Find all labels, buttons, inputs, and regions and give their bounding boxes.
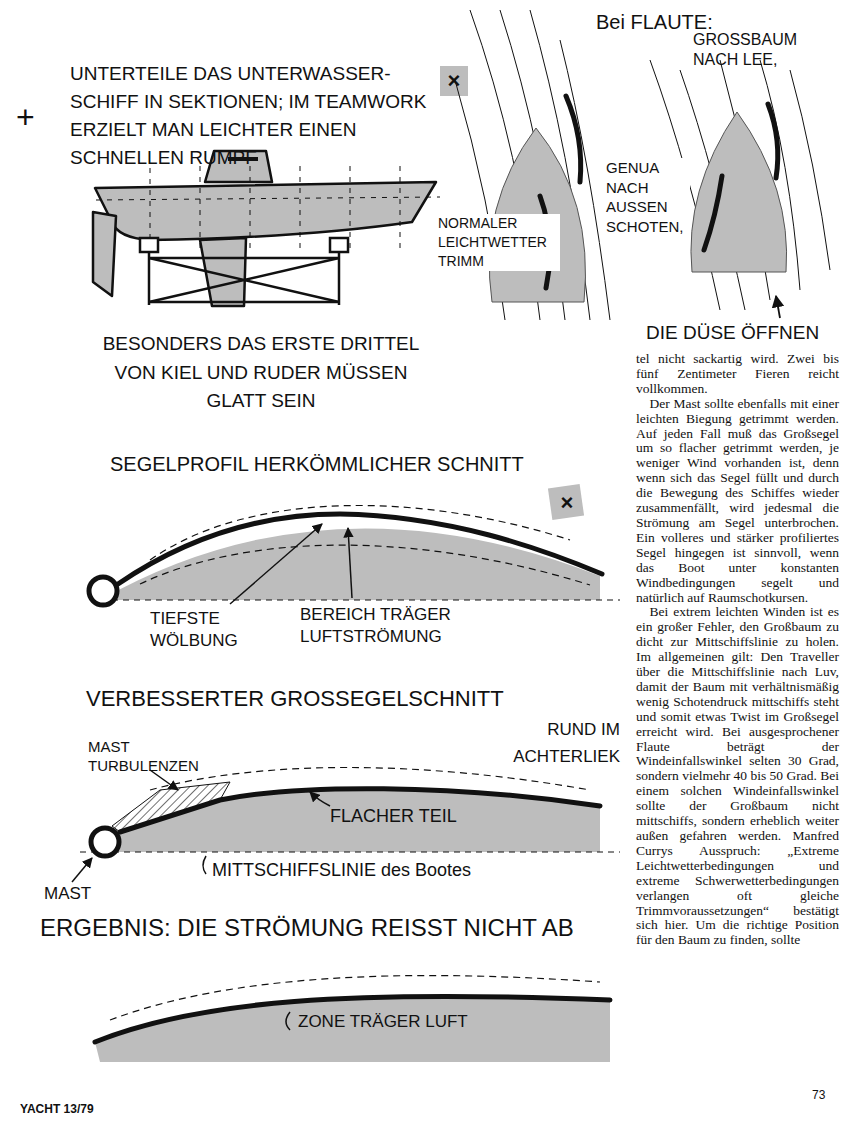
text-column: tel nicht sackartig wird. Zwei bis fünf … <box>636 352 839 948</box>
heading-note: BESONDERS DAS ERSTE DRITTEL VON KIEL UND… <box>86 330 436 416</box>
heading-note: UNTERTEILE DAS UNTERWASSER- SCHIFF IN SE… <box>70 60 450 172</box>
annotation: MAST TURBULENZEN <box>88 738 206 776</box>
body-paragraph: tel nicht sackartig wird. Zwei bis fünf … <box>636 352 839 397</box>
page-number: 73 <box>812 1088 846 1102</box>
annotation: MAST <box>44 884 114 904</box>
sail-curves <box>540 96 778 288</box>
annotation: RUND IM ACHTERLIEK <box>455 716 620 770</box>
page-footer: YACHT 13/79 <box>20 1102 160 1116</box>
annotation: MITTSCHIFFSLINIE des Bootes <box>212 860 552 882</box>
wind-lines <box>455 10 830 320</box>
leader-arrow <box>776 296 780 318</box>
sail-profile-result <box>95 976 610 1062</box>
sail-profile-conventional <box>89 505 620 605</box>
annotation: ZONE TRÄGER LUFT <box>298 1012 538 1032</box>
marker-symbol: × <box>441 68 467 94</box>
marker-symbol: × <box>553 490 581 516</box>
margin-mark: + <box>16 100 50 135</box>
annotation: TIEFSTE WÖLBUNG <box>150 608 270 652</box>
marker-box <box>548 484 584 520</box>
section-title: ERGEBNIS: DIE STRÖMUNG REISST NICHT AB <box>40 914 640 943</box>
sail-profile-improved <box>72 768 620 883</box>
section-title: VERBESSERTER GROSSEGELSCHNITT <box>86 686 526 712</box>
annotation: GENUA NACH AUSSEN SCHOTEN, <box>604 158 690 236</box>
annotation: NORMALER LEICHTWETTER TRIMM <box>436 214 560 271</box>
boat-stand <box>140 238 348 305</box>
body-paragraph: Der Mast sollte ebenfalls mit einer leic… <box>636 397 839 606</box>
annotation: GROSSBAUM NACH LEE, <box>693 30 805 70</box>
annotation: DIE DÜSE ÖFFNEN <box>646 322 851 345</box>
marker-box <box>440 66 468 96</box>
boat-topview <box>489 112 786 302</box>
annotation: BEREICH TRÄGER LUFTSTRÖMUNG <box>300 604 530 648</box>
boat-hull <box>93 151 440 306</box>
annotation: FLACHER TEIL <box>330 806 500 828</box>
body-paragraph: Bei extrem leichten Winden ist es ein gr… <box>636 605 839 948</box>
section-title: SEGELPROFIL HERKÖMMLICHER SCHNITT <box>110 452 550 476</box>
heading-note: Bei FLAUTE: <box>596 10 776 34</box>
